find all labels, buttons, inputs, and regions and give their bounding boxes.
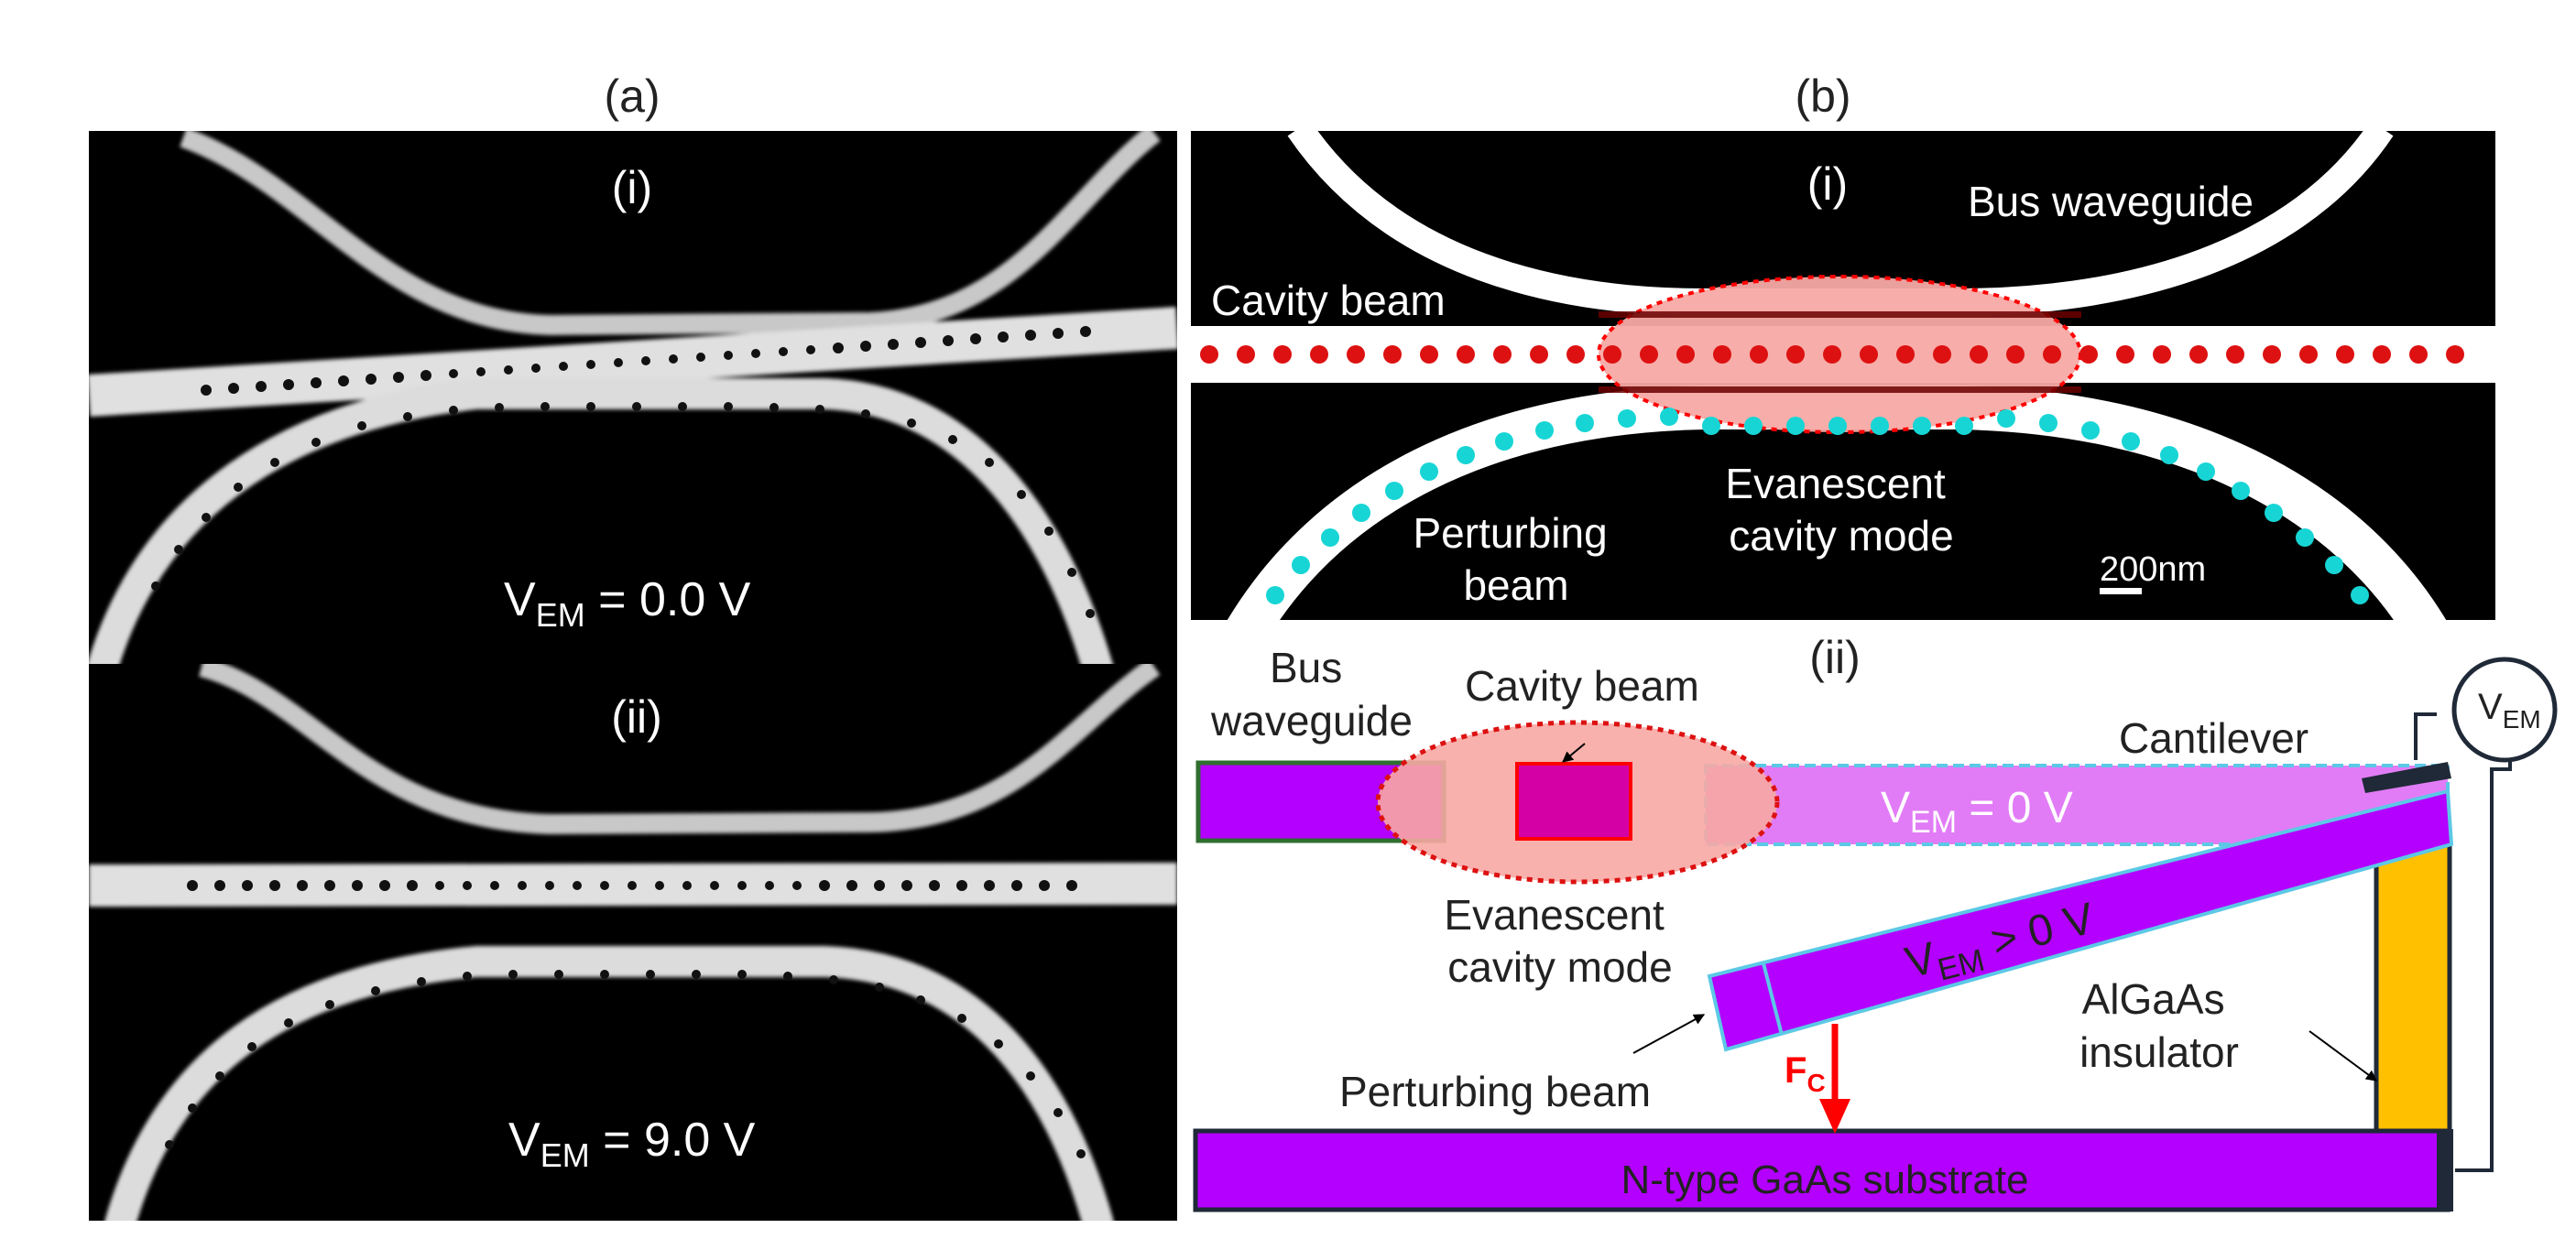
- voltage-label-bottom: VEM = 9.0 V: [508, 1114, 756, 1174]
- voltage-source-label: VEM: [2478, 687, 2541, 734]
- cavity-beam-block: [1515, 762, 1632, 841]
- perturbing-holes-schematic: [1266, 408, 2369, 604]
- perturbing-holes-bottom: [165, 970, 1086, 1158]
- perturbing-holes-top: [151, 402, 1095, 618]
- cavity-holes-schematic: [1200, 345, 2464, 364]
- cavity-holes-top: [201, 326, 1091, 396]
- cantilever-deflected: [1707, 788, 2454, 1052]
- substrate: [1193, 1128, 2450, 1212]
- evanescent-label-top: Evanescent cavity mode: [1725, 460, 1957, 560]
- bus-waveguide-label-side: Bus waveguide: [1210, 644, 1413, 744]
- force-label: FC: [1785, 1050, 1826, 1097]
- cantilever-label: Cantilever: [2119, 714, 2309, 762]
- panel-b-label: (b): [1795, 71, 1850, 122]
- evanescent-label-side: Evanescent cavity mode: [1444, 891, 1675, 991]
- voltage-source: [2451, 657, 2558, 763]
- panel-a-bottom-label: (ii): [611, 691, 662, 743]
- cavity-beam-label-side: Cavity beam: [1465, 662, 1699, 710]
- voltage-label-top: VEM = 0.0 V: [504, 573, 751, 634]
- algaas-insulator: [2374, 826, 2452, 1134]
- panel-a-top-label: (i): [612, 162, 652, 213]
- substrate-label: N-type GaAs substrate: [1621, 1157, 2028, 1202]
- cavity-beam-label-top: Cavity beam: [1211, 277, 1446, 324]
- schematic-top-view: [1191, 131, 2495, 620]
- perturbing-label-top: Perturbing beam: [1413, 509, 1619, 609]
- panel-a-label: (a): [604, 71, 660, 122]
- force-arrow-head: [1819, 1099, 1850, 1134]
- zero-voltage-label: VEM = 0 V: [1881, 784, 2073, 840]
- panel-b-bottom-label: (ii): [1809, 632, 1861, 683]
- bus-waveguide-label-top: Bus waveguide: [1968, 178, 2254, 225]
- sem-image-bottom: [89, 664, 1177, 1221]
- panel-b-top-label: (i): [1807, 158, 1848, 210]
- scale-bar: [2100, 588, 2142, 594]
- sem-image-top: [89, 131, 1177, 664]
- perturbing-beam-label-side: Perturbing beam: [1339, 1068, 1651, 1115]
- cavity-holes-bottom: [187, 880, 1077, 891]
- schematic-side-view: [1193, 657, 2558, 1212]
- scale-bar-label: 200nm: [2100, 550, 2206, 589]
- insulator-label: AlGaAs insulator: [2079, 975, 2239, 1076]
